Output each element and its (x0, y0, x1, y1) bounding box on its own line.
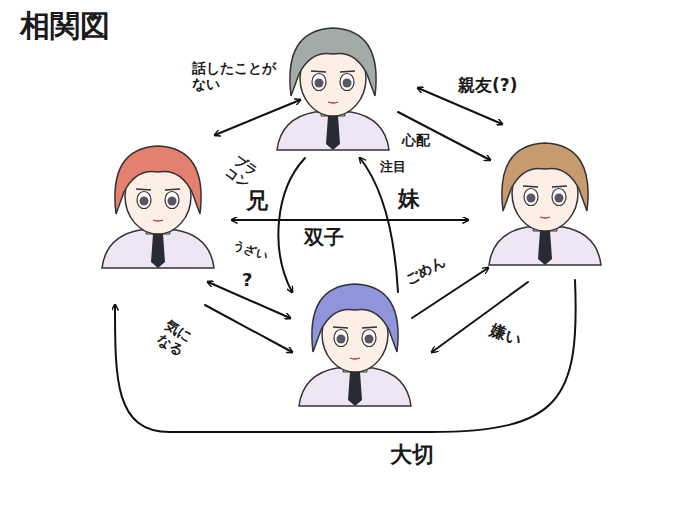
arrow (398, 112, 490, 160)
relation-label: うざい (229, 238, 271, 265)
relation-arrows (115, 88, 576, 432)
blue-hair-face (299, 284, 411, 406)
relation-label: 兄 (244, 188, 270, 213)
arrow (232, 219, 468, 221)
relation-label: ? (240, 270, 254, 291)
relation-label: 心配 (400, 132, 432, 148)
relation-label: 注目 (378, 160, 408, 175)
arrow (278, 158, 305, 292)
arrow (205, 305, 292, 352)
pink-hair-face (102, 146, 214, 268)
arrow (432, 282, 528, 352)
brown-hair-face (489, 143, 601, 265)
arrow (115, 280, 576, 432)
diagram-title: 相関図 (20, 8, 110, 44)
relation-label: 妹 (396, 186, 422, 211)
relation-label: ごめん (401, 252, 449, 289)
relation-label: 双子 (302, 226, 346, 249)
relation-label: 話したことがない (190, 60, 284, 92)
gray-hair-face (277, 28, 389, 150)
arrow (215, 100, 300, 135)
relation-label: 嫌い (486, 320, 526, 350)
relation-label: 大切 (388, 442, 436, 467)
arrow (360, 158, 398, 292)
relation-label: 親友(?) (456, 76, 519, 96)
relation-label: 気になる (152, 316, 198, 361)
